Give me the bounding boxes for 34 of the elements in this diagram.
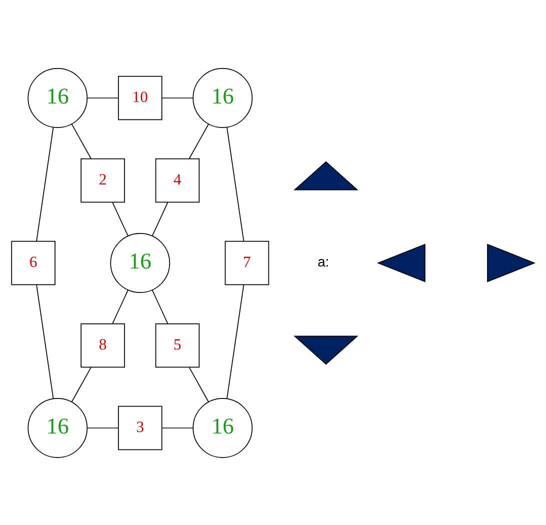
node-box: 3 <box>118 405 162 450</box>
label: a: <box>318 252 330 269</box>
connector <box>71 123 92 159</box>
node-box: 5 <box>155 322 200 368</box>
connector <box>188 366 209 402</box>
node-circle: 16 <box>192 68 253 128</box>
connector <box>226 126 244 242</box>
connector <box>86 427 119 428</box>
connector <box>86 97 119 98</box>
node-box: 4 <box>155 158 200 202</box>
node-circle: 16 <box>28 398 88 458</box>
node-box: 10 <box>118 75 162 120</box>
node-box: 8 <box>80 322 125 368</box>
connector <box>162 97 194 98</box>
node-circle: 16 <box>110 232 170 292</box>
connector <box>226 284 244 399</box>
connector <box>152 202 168 236</box>
connector <box>36 126 54 242</box>
connector <box>188 123 210 159</box>
connector <box>112 202 128 236</box>
node-triangle <box>487 243 536 282</box>
node-triangle <box>294 335 358 364</box>
connector <box>162 427 194 428</box>
node-circle: 16 <box>192 398 253 458</box>
node-triangle <box>376 243 426 282</box>
connector <box>152 289 168 324</box>
node-box: 7 <box>224 240 270 285</box>
node-box: 6 <box>11 240 56 285</box>
node-circle: 16 <box>28 68 88 128</box>
connector <box>112 289 128 324</box>
node-triangle <box>294 160 358 190</box>
connector <box>71 366 92 402</box>
connector <box>36 284 54 399</box>
node-box: 2 <box>80 158 125 202</box>
